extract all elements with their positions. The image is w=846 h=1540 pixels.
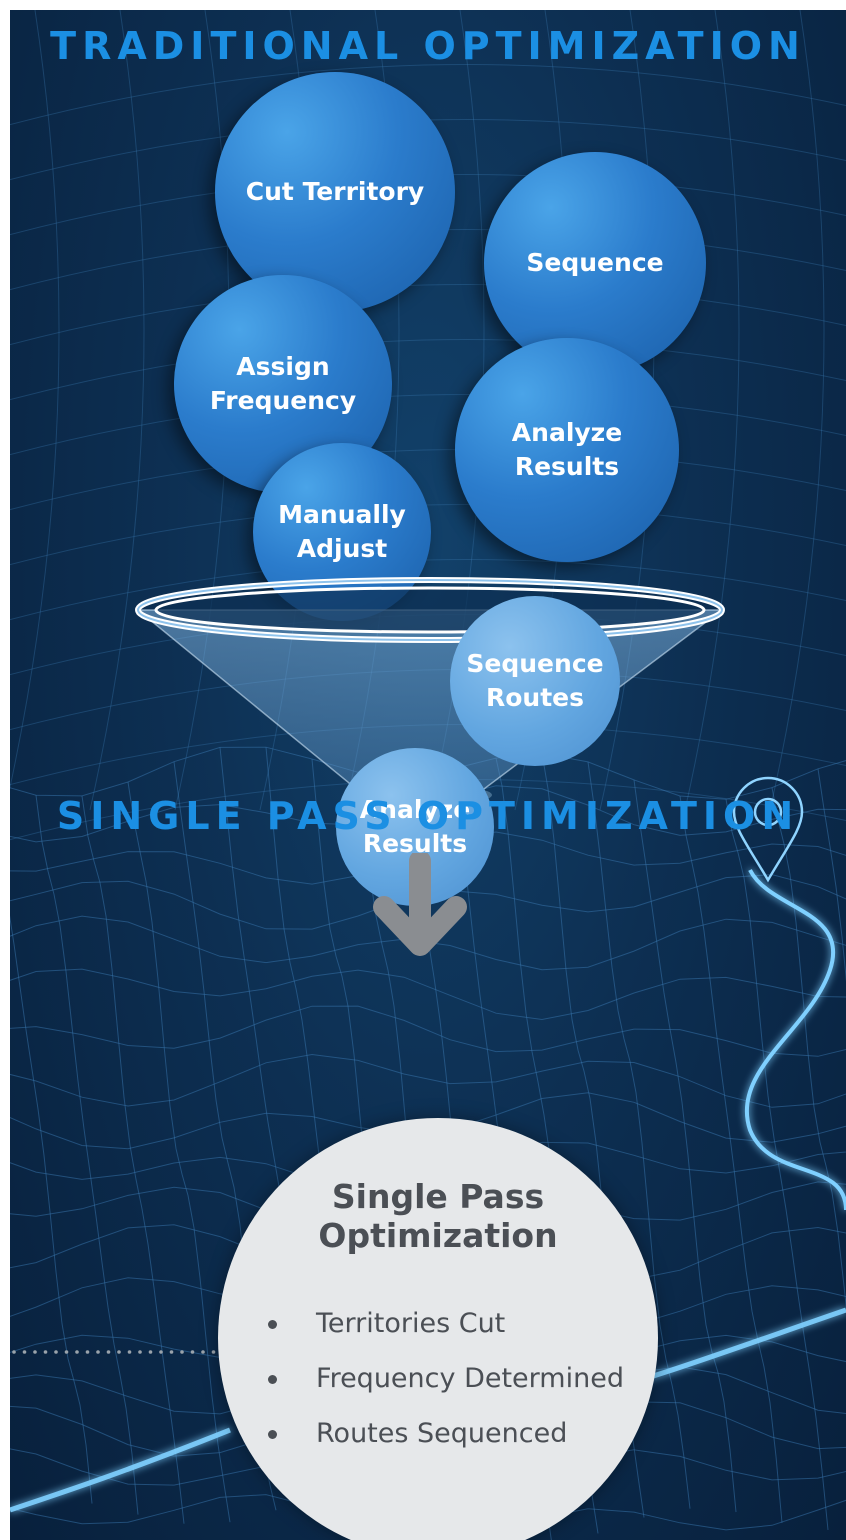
- glowing-route-line: [744, 869, 846, 1211]
- heading-single-pass-optimization: SINGLE PASS OPTIMIZATION: [56, 794, 800, 838]
- bubble-sequence: Sequence: [484, 152, 706, 374]
- list-item: Frequency Determined: [260, 1351, 624, 1406]
- infographic-canvas: TRADITIONAL OPTIMIZATION Cut Territory S…: [10, 10, 846, 1540]
- single-pass-result-circle: Single Pass Optimization Territories Cut…: [218, 1118, 658, 1540]
- down-arrow-icon: [373, 853, 467, 956]
- bubble-cut-territory: Cut Territory: [215, 72, 455, 312]
- map-pin-icon: [732, 776, 804, 883]
- result-title: Single Pass Optimization: [318, 1177, 558, 1255]
- heading-traditional-optimization: TRADITIONAL OPTIMIZATION: [50, 24, 806, 68]
- glowing-route-line-bottom-left: [10, 1427, 231, 1513]
- list-item: Territories Cut: [260, 1296, 624, 1351]
- list-item: Routes Sequenced: [260, 1406, 624, 1461]
- dotted-connector-line: [12, 1350, 216, 1354]
- result-list: Territories Cut Frequency Determined Rou…: [260, 1296, 624, 1461]
